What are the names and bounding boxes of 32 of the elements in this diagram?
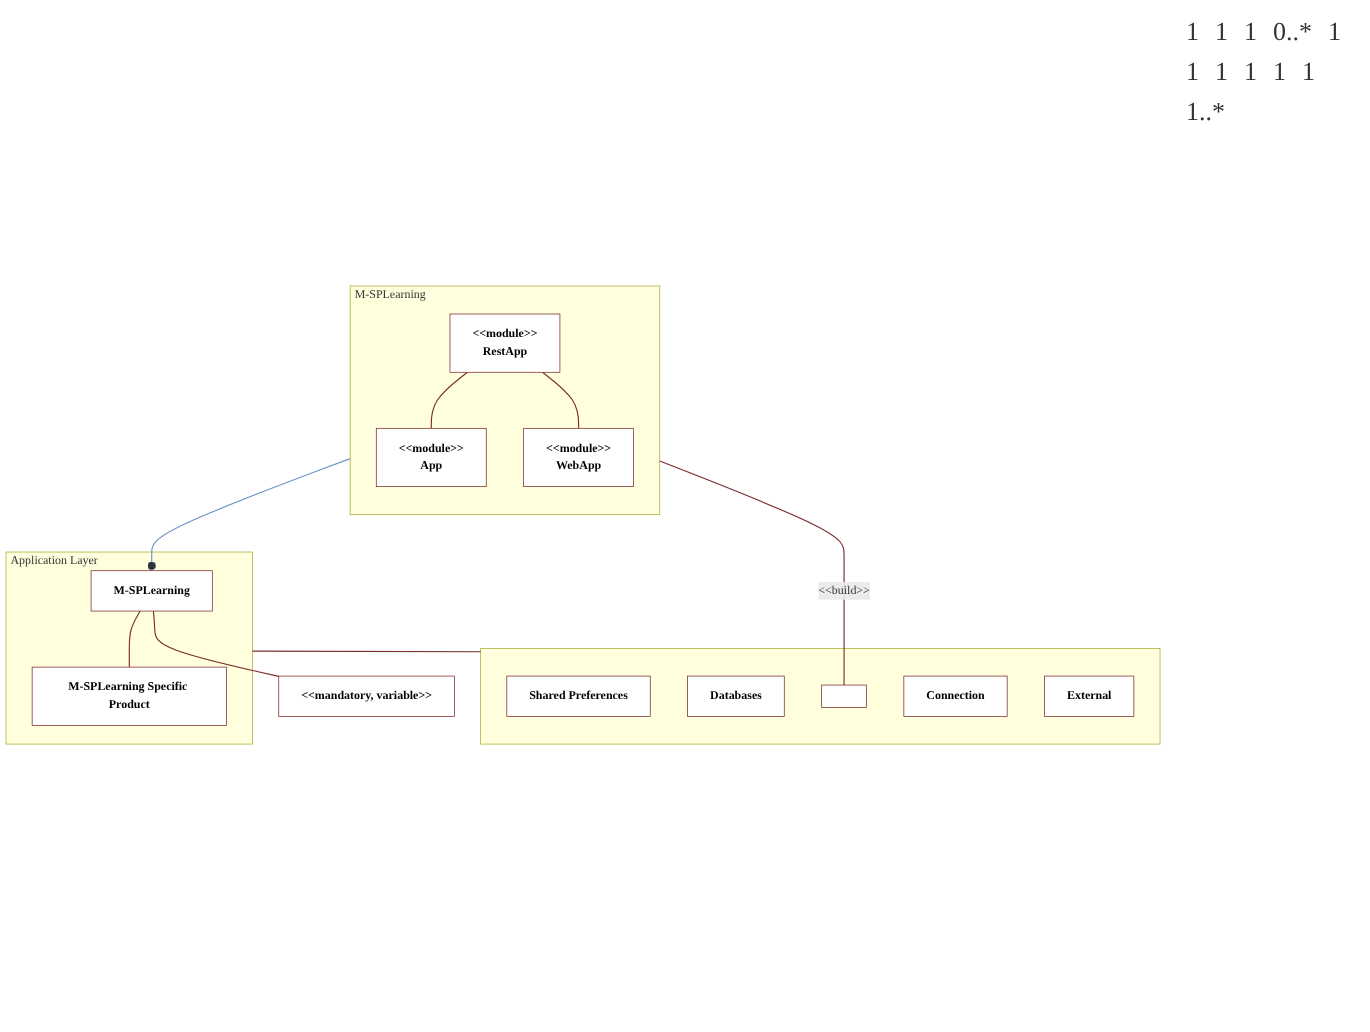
multiplicity-label: 1..* [1186,96,1225,128]
node-box [375,428,487,488]
node-box [523,428,634,488]
connector [430,372,468,430]
cluster [480,649,1161,746]
node-box [506,676,651,718]
multiplicity-label: 1 [1244,56,1257,88]
connector [147,459,351,573]
connector [152,611,280,678]
connector [659,461,845,687]
node-box [1044,676,1135,718]
connector [128,611,141,669]
cluster [5,552,253,746]
node-box [31,667,227,727]
multiplicity-label: 1 [1273,56,1286,88]
multiplicity-label: 1 [1244,16,1257,48]
multiplicity-label: 0..* [1273,16,1312,48]
cluster [349,286,661,516]
node-box [278,676,455,718]
multiplicity-label: 1 [1215,56,1228,88]
node-box [821,685,867,709]
node-box [687,676,785,718]
connector [541,372,580,430]
multiplicity-label: 1 [1328,16,1341,48]
node-box [903,676,1008,718]
node-box [90,571,213,613]
connector [252,651,482,654]
multiplicity-label: 1 [1186,56,1199,88]
node-box [449,314,561,374]
multiplicity-label: 1 [1302,56,1315,88]
multiplicity-label: 1 [1215,16,1228,48]
multiplicity-label: 1 [1186,16,1199,48]
